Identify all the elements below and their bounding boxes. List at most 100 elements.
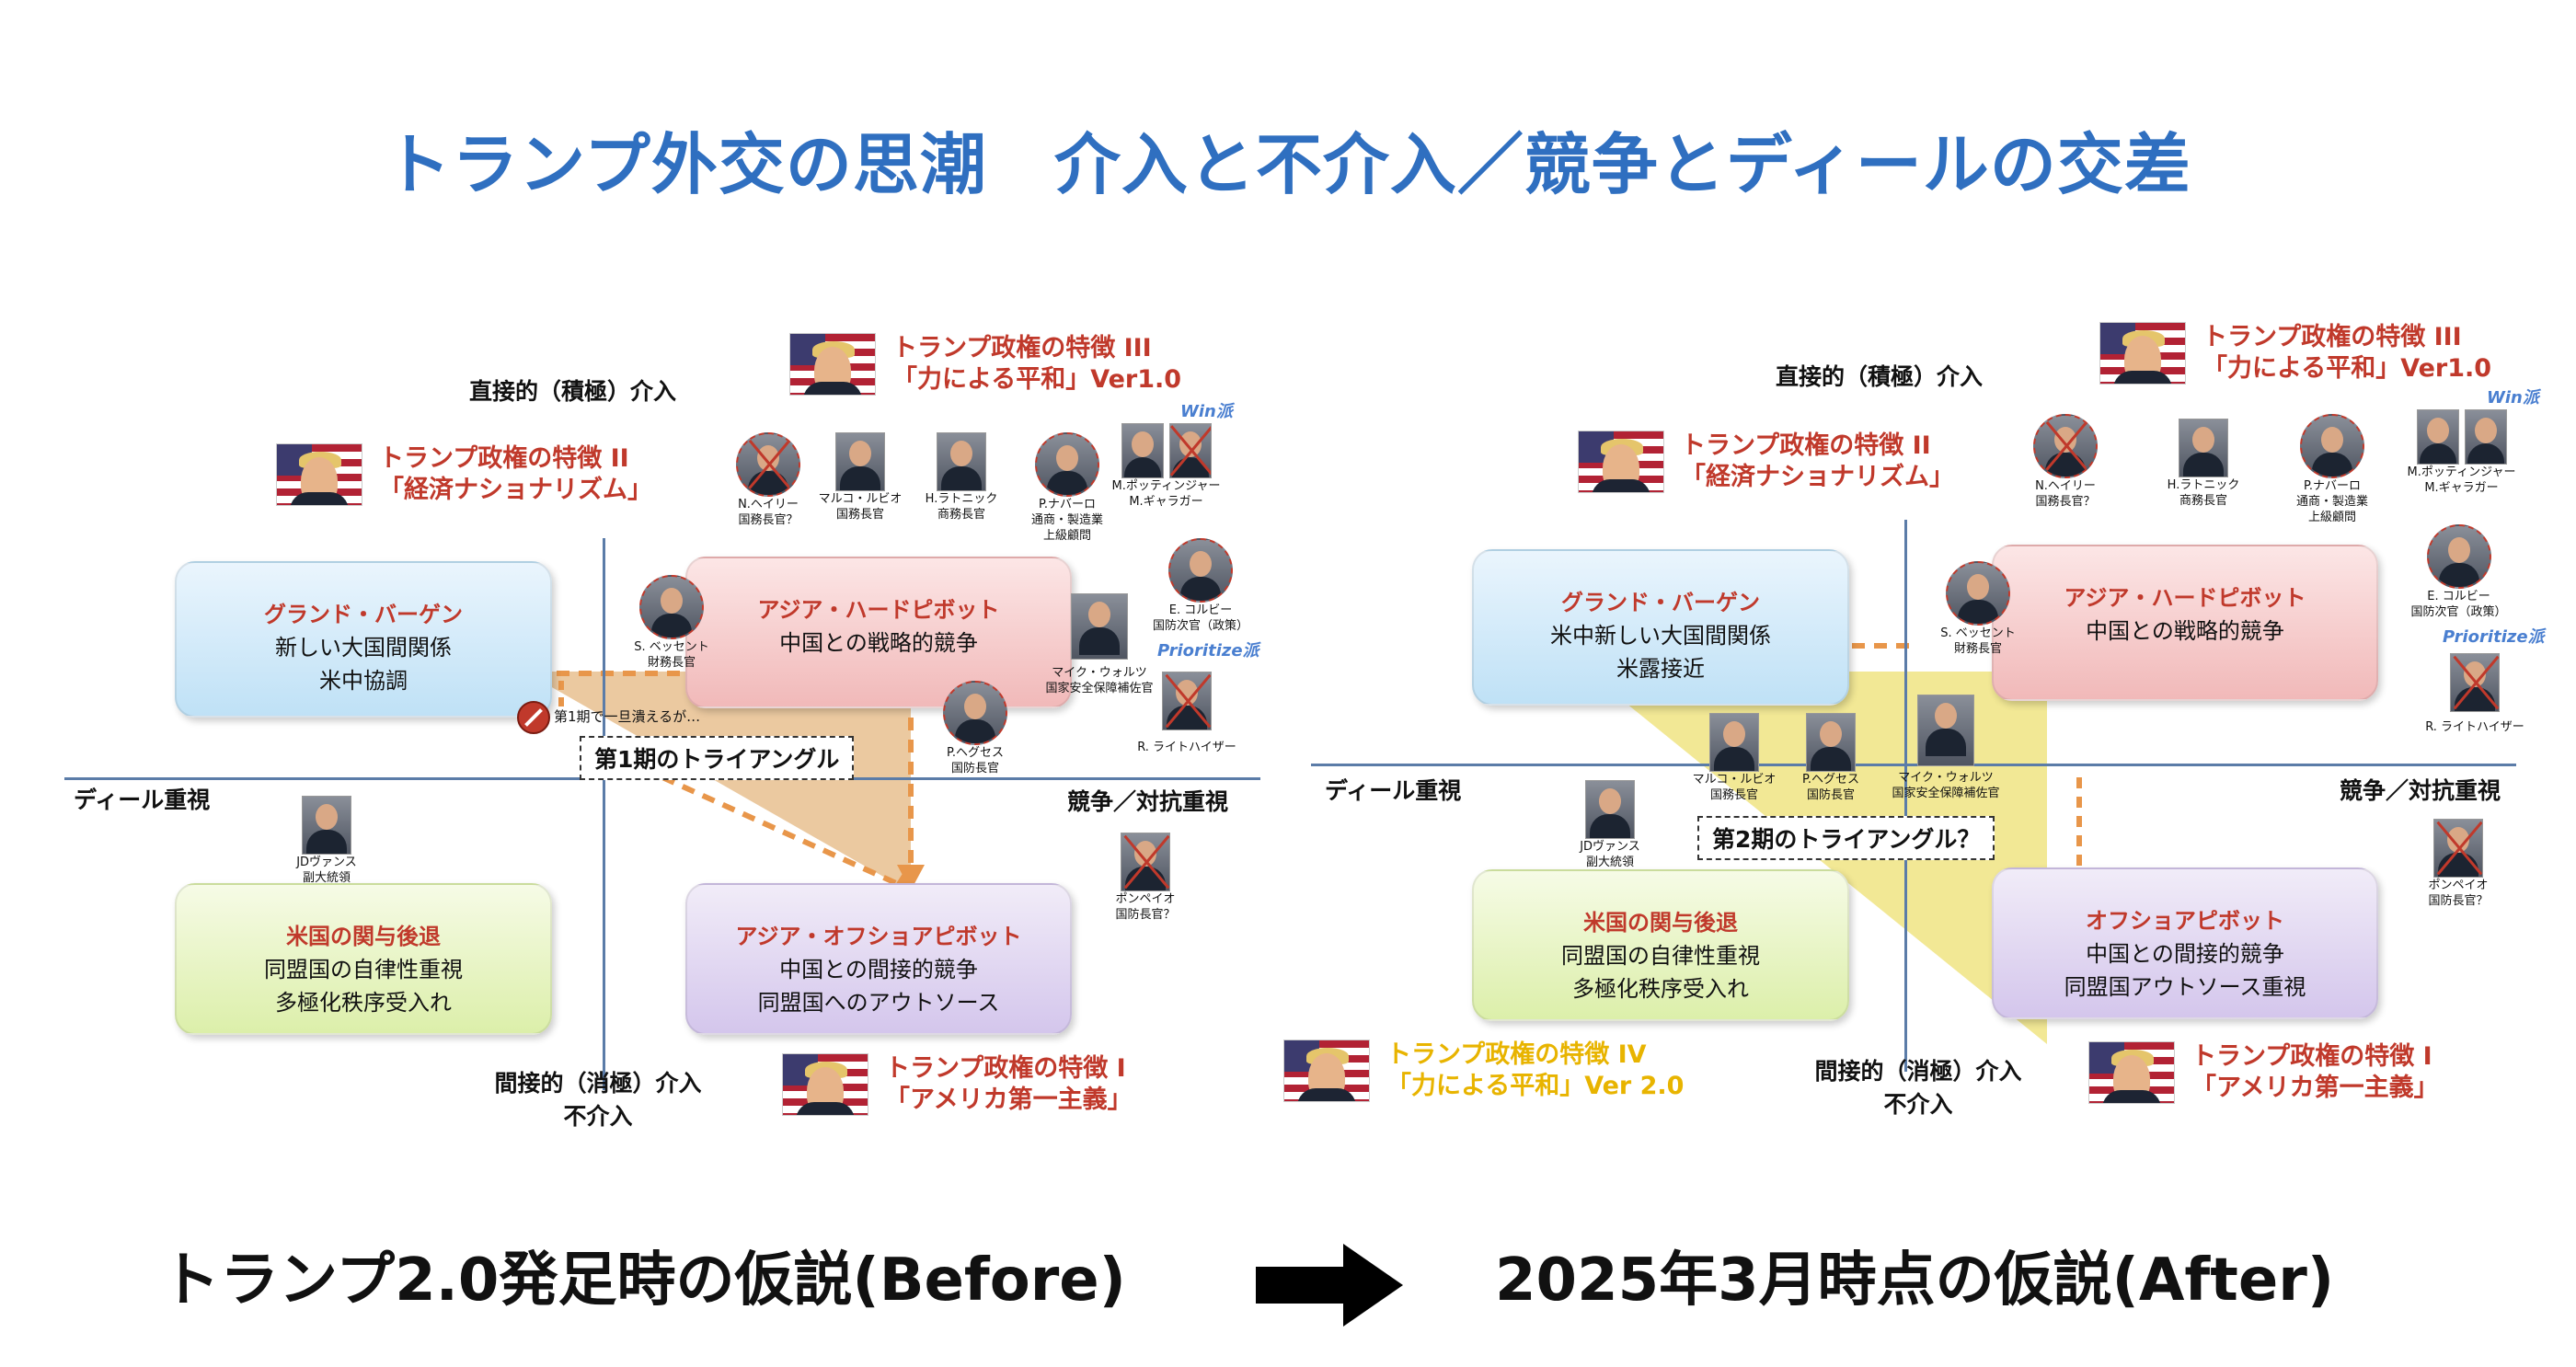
portrait-photo xyxy=(1917,695,1974,766)
bottom-label-before: トランプ2.0発足時の仮説(Before) xyxy=(161,1246,1126,1315)
portrait-photo xyxy=(1168,423,1212,478)
bottom-label-after: 2025年3月時点の仮説(After) xyxy=(1495,1246,2335,1315)
right-arrow-icon xyxy=(1256,1244,1403,1327)
after-box-offshore-pivot: オフショアピボット 中国との間接的競争 同盟国アウトソース重視 xyxy=(1992,867,2378,1019)
trump-flag-photo xyxy=(1578,431,1664,493)
person-role: 上級顧問 xyxy=(1042,529,1091,543)
after-feature-4: トランプ政権の特徴 IV「力による平和」Ver 2.0 xyxy=(1283,1040,1684,1102)
box-line: 中国との間接的競争 xyxy=(2086,941,2284,967)
after-feature-3: トランプ政権の特徴 III 「力による平和」Ver1.0 xyxy=(2099,322,2491,385)
after-prioritize-tag: Prioritize派 xyxy=(2443,627,2545,647)
after-win-tag: Win派 xyxy=(2487,388,2539,408)
portrait-photo xyxy=(1035,432,1099,497)
person-name: マイク・ウォルツ xyxy=(1052,666,1147,680)
person-name: JDヴァンス xyxy=(1580,840,1640,854)
before-feature-2: トランプ政権の特徴 II「経済ナショナリズム」 xyxy=(276,443,652,506)
portrait-photo xyxy=(1162,672,1212,730)
before-vertical-axis xyxy=(603,538,605,1090)
after-axis-bottom-line2: 不介入 xyxy=(1883,1091,1953,1118)
person-role: 国防次官（政策） xyxy=(1152,619,1248,633)
person-role: 国防次官（政策） xyxy=(2410,605,2507,619)
person-name: N.ヘイリー xyxy=(738,498,799,511)
portrait-photo xyxy=(2033,414,2098,478)
person-role: 通商・製造業 xyxy=(2295,495,2368,509)
person-role: 商務長官 xyxy=(2179,494,2227,508)
before-prioritize-tag: Prioritize派 xyxy=(1157,641,1259,661)
person-name: M.ポッティンジャー xyxy=(1111,479,1221,493)
before-axis-bottom-line2: 不介入 xyxy=(563,1103,633,1130)
box-title: 米国の関与後退 xyxy=(286,924,441,949)
person-name: R. ライトハイザー xyxy=(2425,720,2524,734)
after-axis-right: 競争／対抗重視 xyxy=(2340,777,2501,804)
before-person-vance: JDヴァンス 副大統領 xyxy=(276,796,377,886)
box-line: 中国との戦略的競争 xyxy=(779,630,978,656)
box-line: 中国との間接的競争 xyxy=(779,957,978,982)
after-person-haley: N.ヘイリー 国務長官？ xyxy=(2010,414,2121,510)
trump-flag-photo xyxy=(789,333,876,396)
box-line: 多極化秩序受入れ xyxy=(275,990,452,1016)
person-role: 国務長官 xyxy=(1709,788,1758,802)
person-name: ポンペイオ xyxy=(1115,892,1176,906)
feature-subtitle: 「力による平和」Ver 2.0 xyxy=(1386,1072,1685,1100)
page-title: トランプ外交の思潮 介入と不介入／競争とディールの交差 xyxy=(385,126,2191,203)
after-person-waltz: マイク・ウォルツ 国家安全保障補佐官 xyxy=(1877,695,2015,801)
after-box-grand-bargain: グランド・バーゲン 米中新しい大国間関係 米露接近 xyxy=(1472,549,1849,706)
portrait-photo xyxy=(1121,833,1170,891)
before-axis-bottom: 間接的（消極）介入 不介入 xyxy=(460,1067,736,1133)
after-person-pottinger-gallagher: M.ポッティンジャー M.ギャラガー xyxy=(2404,409,2519,496)
box-line: 多極化秩序受入れ xyxy=(1572,976,1749,1002)
box-line: 新しい大国間関係 xyxy=(275,635,452,661)
after-person-lutnick: H.ラトニック 商務長官 xyxy=(2153,419,2254,509)
feature-subtitle: 「アメリカ第一主義」 xyxy=(885,1086,1133,1114)
person-name: P.ヘグセス xyxy=(1802,773,1859,787)
after-person-bessent: S. ベッセント 財務長官 xyxy=(1932,561,2024,657)
before-axis-bottom-line1: 間接的（消極）介入 xyxy=(494,1070,702,1097)
before-person-waltz: マイク・ウォルツ 国家安全保障補佐官 xyxy=(1030,593,1168,696)
before-person-lutnick: H.ラトニック 商務長官 xyxy=(911,432,1012,523)
after-horizontal-axis xyxy=(1311,764,2516,766)
box-title: オフショアピボット xyxy=(2086,908,2284,934)
person-name: ポンペイオ xyxy=(2428,879,2489,892)
box-line: 米中協調 xyxy=(319,668,408,694)
after-person-pompeo: ポンペイオ 国防長官？ xyxy=(2408,819,2509,909)
person-role: 財務長官 xyxy=(1953,642,2002,656)
portrait-photo xyxy=(2416,409,2459,465)
before-person-pottinger-gallagher: M.ポッティンジャー M.ギャラガー xyxy=(1109,423,1224,510)
before-triangle-label: 第1期のトライアングル xyxy=(580,736,855,780)
person-name: N.ヘイリー xyxy=(2035,479,2096,493)
person-role: 国務長官？ xyxy=(2035,495,2096,509)
before-person-pompeo: ポンペイオ 国防長官？ xyxy=(1095,833,1196,923)
after-feature-2: トランプ政権の特徴 II「経済ナショナリズム」 xyxy=(1578,431,1954,493)
trump-flag-photo xyxy=(2088,1041,2175,1104)
portrait-photo xyxy=(2179,419,2228,477)
portrait-photo xyxy=(1709,713,1759,772)
box-line: 米中新しい大国間関係 xyxy=(1550,623,1771,649)
person-role: 通商・製造業 xyxy=(1030,513,1103,527)
portrait-photo xyxy=(736,432,800,497)
trump-flag-photo xyxy=(782,1053,868,1116)
box-title: アジア・ハードピボット xyxy=(757,597,1000,623)
before-person-colby: E. コルビー 国防次官（政策） xyxy=(1141,538,1260,634)
person-name: P.ナバーロ xyxy=(2304,479,2361,493)
feature-subtitle: 「力による平和」Ver1.0 xyxy=(2202,354,2492,383)
person-name: H.ラトニック xyxy=(2167,478,2240,492)
before-triangle xyxy=(524,672,911,892)
box-line: 米露接近 xyxy=(1616,656,1705,682)
person-role: 国防長官 xyxy=(950,762,999,775)
before-box-offshore-pivot: アジア・オフショアピボット 中国との間接的競争 同盟国へのアウトソース xyxy=(685,883,1072,1035)
feature-title: トランプ政権の特徴 I xyxy=(885,1054,1126,1083)
before-person-lighthizer: R. ライトハイザー xyxy=(1132,672,1242,755)
before-person-haley: N.ヘイリー 国務長官？ xyxy=(713,432,823,528)
before-diagram: 直接的（積極）介入 ディール重視 競争／対抗重視 間接的（消極）介入 不介入 グ… xyxy=(28,276,1270,1150)
portrait-photo xyxy=(639,575,704,639)
portrait-photo xyxy=(2464,409,2507,465)
after-diagram: 直接的（積極）介入 ディール重視 競争／対抗重視 間接的（消極）介入 不介入 グ… xyxy=(1283,276,2545,1150)
feature-title: トランプ政権の特徴 II xyxy=(379,444,629,473)
after-axis-left: ディール重視 xyxy=(1325,777,1462,804)
no-entry-icon xyxy=(517,701,550,734)
after-person-navarro: P.ナバーロ 通商・製造業 上級顧問 xyxy=(2277,414,2387,525)
person-name: H.ラトニック xyxy=(925,492,998,506)
person-role: 国家安全保障補佐官 xyxy=(1892,787,2000,800)
feature-title: トランプ政権の特徴 III xyxy=(2202,323,2462,351)
person-name: JDヴァンス xyxy=(296,856,357,869)
